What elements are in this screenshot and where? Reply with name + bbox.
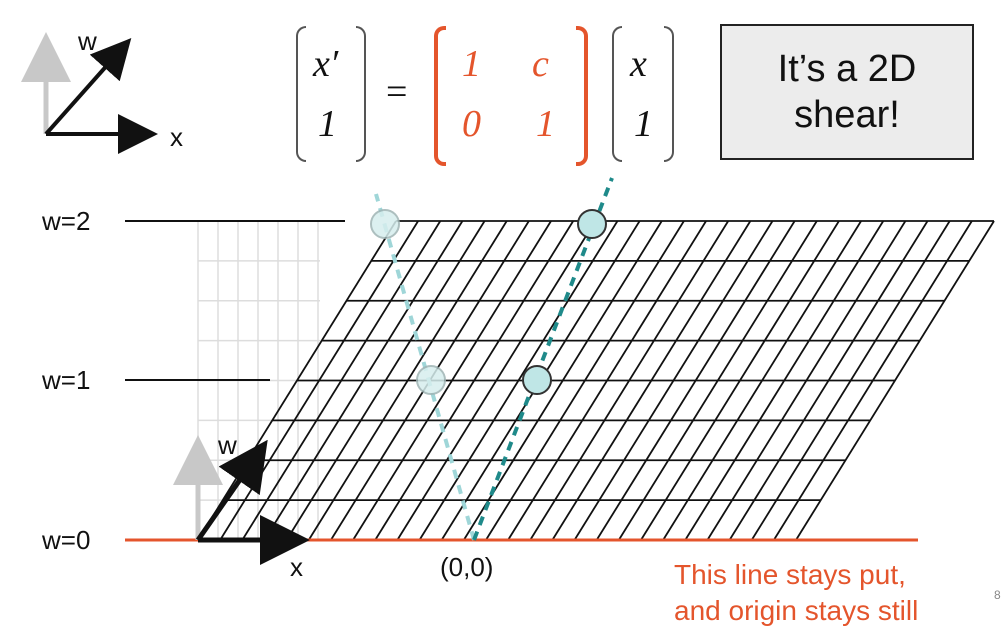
matrix-a11: 1 — [462, 43, 481, 85]
rhs-top: x — [630, 43, 647, 85]
lhs-bracket-left — [296, 26, 306, 162]
matrix-a22: 1 — [536, 103, 555, 145]
point-dark-w1 — [522, 365, 552, 395]
sheared-grid-col — [706, 220, 907, 541]
sheared-grid-col — [773, 220, 973, 541]
sheared-grid-col — [263, 220, 464, 541]
sheared-grid-col — [750, 220, 951, 541]
stays-put-note: This line stays put, and origin stays st… — [674, 557, 918, 629]
sheared-w-axis — [195, 439, 268, 542]
sheared-grid-col — [285, 220, 486, 541]
axis-x-label: x — [290, 552, 303, 582]
point-dark-w2 — [577, 209, 607, 239]
shear-callout: It’s a 2D shear! — [720, 24, 974, 160]
matrix-a21: 0 — [462, 103, 481, 145]
lhs-bracket-right — [356, 26, 366, 162]
axis-w-label: w — [218, 430, 237, 460]
matrix-bracket-left — [434, 26, 446, 166]
sheared-grid-col — [595, 220, 796, 541]
sheared-grid-col — [374, 220, 574, 541]
sheared-grid-col — [352, 220, 552, 541]
sheared-grid-col — [241, 220, 442, 541]
sheared-grid-col — [662, 220, 862, 541]
sheared-grid-col — [795, 220, 995, 541]
sheared-grid-col — [551, 220, 752, 541]
callout-line-2: shear! — [794, 94, 900, 136]
top-w-label: w — [78, 26, 97, 56]
lhs-top: x′ — [313, 43, 339, 85]
sheared-grid-col — [573, 220, 774, 541]
rhs-bottom: 1 — [634, 103, 653, 145]
equals-sign: = — [386, 71, 408, 113]
sheared-grid-col — [684, 220, 885, 541]
sheared-grid-col — [396, 220, 597, 541]
sheared-grid-col — [418, 220, 619, 541]
matrix-a12: c — [532, 43, 549, 85]
point-light-w2 — [370, 209, 400, 239]
sheared-grid-col — [640, 220, 840, 541]
rhs-bracket-right — [664, 26, 674, 162]
level-label-w0: w=0 — [42, 525, 91, 555]
sheared-grid-col — [463, 220, 663, 541]
level-label-w1: w=1 — [42, 365, 91, 395]
top-sheared-w-axis — [44, 38, 132, 136]
sheared-grid-col — [485, 220, 685, 541]
origin-label: (0,0) — [440, 552, 494, 582]
level-label-w2: w=2 — [42, 206, 91, 236]
rhs-bracket-left — [612, 26, 622, 162]
matrix-bracket-right — [576, 26, 588, 166]
sheared-grid-col — [507, 220, 707, 541]
callout-line-1: It’s a 2D — [777, 48, 917, 90]
note-line-2: and origin stays still — [674, 595, 919, 626]
sheared-grid-col — [618, 220, 818, 541]
lhs-bottom: 1 — [318, 103, 337, 145]
sheared-grid-col — [529, 220, 729, 541]
sheared-grid — [197, 220, 995, 541]
sheared-grid-col — [728, 220, 929, 541]
note-line-1: This line stays put, — [674, 559, 906, 590]
point-light-w1 — [416, 365, 446, 395]
top-x-label: x — [170, 122, 183, 152]
page-number: 8 — [994, 588, 1001, 602]
sheared-grid-col — [307, 220, 508, 541]
